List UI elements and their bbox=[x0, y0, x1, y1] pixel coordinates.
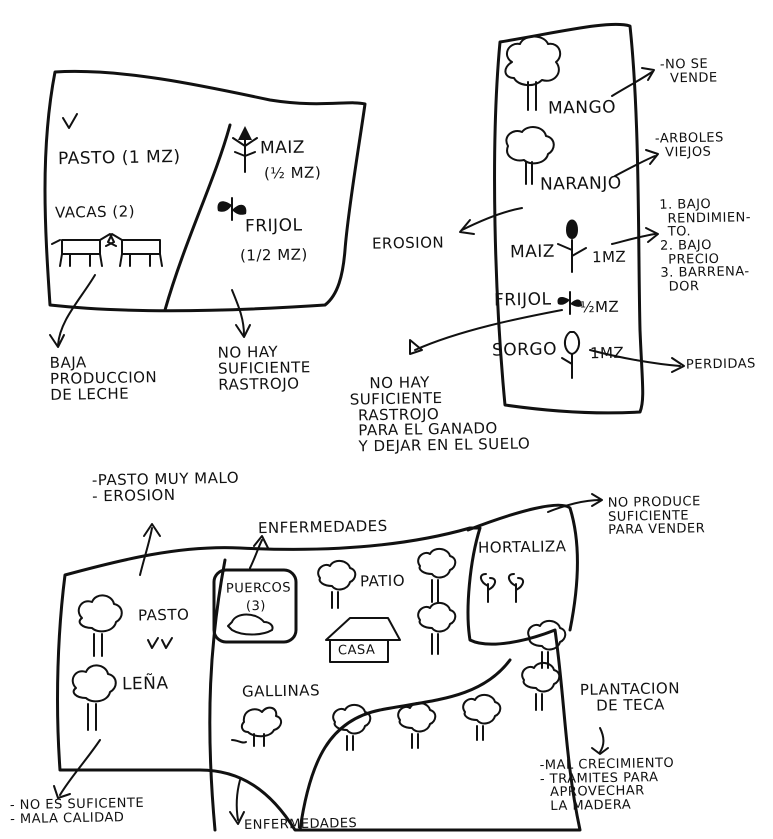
field-1-outline bbox=[43, 69, 367, 313]
chicken-icon bbox=[231, 706, 282, 747]
erosion-label: EROSION bbox=[371, 233, 445, 253]
arrowhead-rastrojo-2 bbox=[409, 339, 423, 355]
vegetable-plant-icon bbox=[480, 573, 524, 603]
hortaliza-label: HORTALIZA bbox=[477, 537, 567, 557]
perdidas-label: PERDIDAS bbox=[685, 356, 756, 373]
vacas-label: VACAS (2) bbox=[54, 202, 136, 222]
arrow-perdidas bbox=[589, 349, 681, 367]
maize-plant-icon-2 bbox=[557, 219, 587, 273]
frijol-label: FRIJOL bbox=[244, 215, 303, 237]
maiz-problems: 1. BAJO RENDIMIEN- TO. 2. BAJO PRECIO 3.… bbox=[659, 196, 752, 295]
homestead-divider-teca bbox=[298, 658, 512, 832]
pasture-tick-icon bbox=[62, 113, 78, 129]
enfermedades-bottom-label: ENFERMEDADES bbox=[243, 816, 358, 833]
arrowhead-mango bbox=[641, 67, 655, 81]
arrowhead-enf-top bbox=[253, 535, 269, 549]
field-2-outline bbox=[493, 22, 645, 415]
arrowhead-naranjo bbox=[645, 149, 659, 165]
field-2-plot bbox=[409, 22, 685, 415]
homestead-divider-garden bbox=[466, 503, 579, 632]
sorghum-plant-icon bbox=[561, 331, 580, 379]
arrow-enfermedades-bottom bbox=[235, 779, 241, 821]
puercos-label: PUERCOS bbox=[225, 580, 292, 597]
arrow-maiz-problems bbox=[611, 233, 656, 245]
naranjo-label: NARANJO bbox=[539, 173, 622, 195]
baja-produccion-note: BAJA PRODUCCION DE LECHE bbox=[49, 353, 158, 404]
maiz-label-2: MAIZ bbox=[509, 241, 556, 263]
frijol-size: (1/2 MZ) bbox=[239, 245, 308, 265]
tree-icon bbox=[71, 664, 117, 731]
plantacion-label: PLANTACION DE TECA bbox=[579, 679, 681, 715]
frijol-label-2: FRIJOL bbox=[493, 289, 552, 311]
arrowhead-pasto bbox=[143, 523, 161, 537]
pasto-notes: -PASTO MUY MALO - EROSION bbox=[91, 468, 240, 506]
hortaliza-note: NO PRODUCE SUFICIENTE PARA VENDER bbox=[607, 494, 706, 539]
casa-label: CASA bbox=[337, 642, 376, 659]
lena-label: LEÑA bbox=[121, 673, 169, 695]
pasto-label: PASTO (1 MZ) bbox=[57, 146, 181, 170]
arrowhead-teca bbox=[591, 747, 609, 755]
lena-problems: - NO ES SUFICENTE - MALA CALIDAD bbox=[9, 795, 145, 827]
pig-icon bbox=[227, 613, 274, 636]
maize-plant-icon bbox=[232, 126, 258, 173]
arrow-mango-note bbox=[611, 71, 653, 97]
enfermedades-top-label: ENFERMEDADES bbox=[257, 516, 388, 538]
teca-problems: -MAL CRECIMIENTO - TRAMITES PARA APROVEC… bbox=[539, 755, 675, 814]
puercos-count: (3) bbox=[245, 598, 267, 615]
cow-icon-1 bbox=[51, 233, 115, 267]
field-1-plot bbox=[43, 69, 367, 348]
sorgo-size: 1MZ bbox=[589, 343, 625, 363]
gallinas-label: GALLINAS bbox=[241, 681, 321, 701]
tree-icon bbox=[77, 594, 123, 657]
arrow-hortaliza-note bbox=[547, 499, 601, 513]
arrowhead-lena bbox=[53, 785, 71, 799]
arrow-pasto-notes bbox=[139, 527, 153, 576]
arrowhead-maiz bbox=[645, 227, 659, 243]
arrow-erosion bbox=[461, 207, 523, 231]
bean-plant-icon-2 bbox=[557, 291, 582, 315]
teak-tree-icon bbox=[332, 620, 567, 751]
arrow-to-baja-produccion bbox=[57, 274, 96, 346]
mango-note: -NO SE VENDE bbox=[659, 56, 718, 86]
arrow-enfermedades-top bbox=[249, 539, 263, 569]
tree-icon bbox=[417, 602, 457, 655]
arrowhead-hortaliza bbox=[591, 493, 603, 507]
naranjo-note: -ARBOLES VIEJOS bbox=[654, 130, 724, 161]
arrowhead-rastrojo bbox=[235, 324, 251, 338]
tree-icon bbox=[417, 548, 457, 603]
arrowhead-enf-bottom bbox=[229, 811, 245, 825]
maiz-label: MAIZ bbox=[259, 137, 306, 159]
cow-icon-2 bbox=[107, 233, 163, 267]
bean-plant-icon bbox=[217, 197, 247, 221]
tree-icon bbox=[317, 560, 357, 609]
arrow-teca-problems bbox=[599, 727, 605, 753]
arrowhead-erosion bbox=[459, 219, 475, 235]
homestead-divider-left bbox=[208, 558, 227, 832]
arrow-lena-problems bbox=[59, 739, 101, 796]
mango-label: MANGO bbox=[547, 97, 617, 119]
arrowhead-baja bbox=[49, 334, 65, 348]
frijol-size-2: ½MZ bbox=[579, 297, 620, 317]
patio-label: PATIO bbox=[359, 571, 406, 591]
arrowhead-perdidas bbox=[671, 357, 685, 373]
house-icon bbox=[325, 617, 401, 663]
maiz-size: (½ MZ) bbox=[263, 163, 322, 183]
pasto-label-2: PASTO bbox=[137, 605, 190, 625]
maiz-size-2: 1MZ bbox=[591, 247, 627, 267]
mango-tree-icon bbox=[504, 35, 562, 111]
rastrojo-ganado-note: NO HAY SUFICIENTE RASTROJO PARA EL GANAD… bbox=[349, 373, 531, 456]
arrow-rastrojo-note bbox=[414, 309, 563, 351]
field-1-divider bbox=[163, 123, 232, 312]
arrow-to-no-hay-rastrojo bbox=[231, 289, 245, 336]
pig-pen-outline bbox=[212, 568, 298, 644]
no-hay-rastrojo-note: NO HAY SUFICIENTE RASTROJO bbox=[217, 342, 311, 394]
sorgo-label: SORGO bbox=[491, 339, 558, 361]
orange-tree-icon bbox=[505, 126, 555, 185]
pasture-tick-icon bbox=[147, 637, 173, 649]
homestead-plot bbox=[53, 493, 609, 832]
arrow-naranjo-note bbox=[614, 155, 656, 177]
